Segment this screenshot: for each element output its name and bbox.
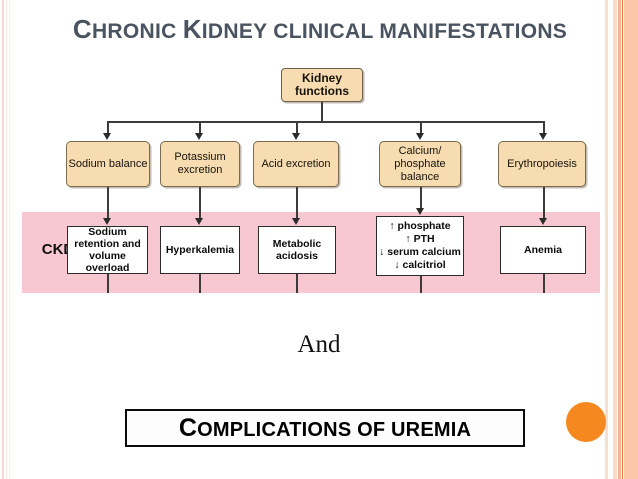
left-edge-stripe-1 xyxy=(2,0,4,479)
connector-tail-2 xyxy=(199,274,201,293)
connector-tail-3 xyxy=(296,274,298,293)
complications-of-uremia-box: COMPLICATIONS OF UREMIA xyxy=(125,409,525,447)
right-edge-stripe-5 xyxy=(622,0,623,479)
title-lead-cap: C xyxy=(72,14,92,44)
connector-calcium-down xyxy=(420,187,422,210)
orange-accent-circle xyxy=(566,402,606,442)
arrow-to-sodium-balance xyxy=(103,133,111,140)
right-edge-stripe-3 xyxy=(613,0,617,479)
right-edge-stripe-4 xyxy=(618,0,621,479)
conjunction-text: And xyxy=(297,331,341,358)
connector-drop-1 xyxy=(107,121,109,135)
arrow-to-erythropoiesis xyxy=(539,133,547,140)
connector-tail-4 xyxy=(420,276,422,293)
arrow-to-calcium-phosphate xyxy=(416,133,424,140)
connector-sodium-down xyxy=(107,187,109,220)
node-sodium-balance: Sodium balance xyxy=(66,141,150,187)
arrow-to-anemia xyxy=(539,218,547,225)
node-kidney-functions-label: Kidney functions xyxy=(295,71,349,98)
connector-acid-down xyxy=(296,187,298,220)
left-edge-stripe-2 xyxy=(6,0,7,479)
arrow-to-sodium-retention xyxy=(103,218,111,225)
node-mineral-bone-disorder: ↑ phosphate↑ PTH↓ serum calcium↓ calcitr… xyxy=(376,216,464,276)
node-hyperkalemia: Hyperkalemia xyxy=(160,226,240,274)
slide-title: CHRONIC KIDNEY CLINICAL MANIFESTATIONS xyxy=(40,12,600,49)
arrow-to-hyperkalemia xyxy=(195,218,203,225)
node-acid-excretion: Acid excretion xyxy=(253,141,339,187)
title-lead-cap-k: K xyxy=(182,14,202,44)
connector-drop-5 xyxy=(543,121,545,135)
arrow-to-metabolic-acidosis xyxy=(292,218,300,225)
arrow-to-acid-excretion xyxy=(292,133,300,140)
title-part-2: IDNEY CLINICAL MANIFESTATIONS xyxy=(201,20,568,43)
connector-drop-3 xyxy=(296,121,298,135)
connector-potassium-down xyxy=(199,187,201,220)
connector-tail-5 xyxy=(543,274,545,293)
arrow-to-mineral-bone xyxy=(416,208,424,215)
connector-bus xyxy=(107,121,543,123)
node-kidney-functions: Kidney functions xyxy=(281,68,363,102)
connector-drop-2 xyxy=(199,121,201,135)
right-edge-stripe-2 xyxy=(610,0,612,479)
connector-drop-4 xyxy=(420,121,422,135)
node-erythropoiesis: Erythropoiesis xyxy=(498,141,586,187)
right-edge-stripe-1 xyxy=(605,0,608,479)
connector-erythropoiesis-down xyxy=(543,187,545,220)
ckd-group-label: CKD xyxy=(41,241,75,258)
title-part-1: HRONIC xyxy=(91,20,183,43)
connector-root-stem xyxy=(321,102,323,122)
node-anemia: Anemia xyxy=(500,226,586,274)
left-edge-stripe-3 xyxy=(9,0,10,479)
right-edge-stripe-6 xyxy=(624,0,638,479)
arrow-to-potassium-excretion xyxy=(195,133,203,140)
complications-label: COMPLICATIONS OF UREMIA xyxy=(178,413,472,442)
kidney-functions-diagram: CKD Kidney functions Sodium balance Pot xyxy=(0,56,638,306)
connector-tail-1 xyxy=(107,274,109,293)
